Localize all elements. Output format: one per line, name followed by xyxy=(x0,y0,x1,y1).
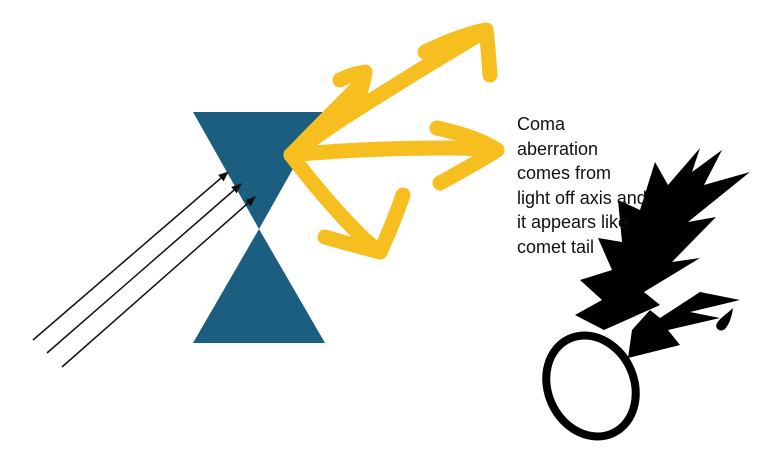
scatter-arrows xyxy=(283,22,505,260)
comet-droplet-lower xyxy=(716,308,733,331)
comet-tail-lower xyxy=(628,292,740,358)
lens-lower-triangle xyxy=(193,229,325,343)
lens xyxy=(193,112,325,343)
caption-line-1: Coma xyxy=(517,114,566,134)
caption-text: Coma aberration comes from light off axi… xyxy=(517,112,687,259)
incident-ray-1 xyxy=(32,171,229,341)
incident-ray-3 xyxy=(61,196,256,368)
caption-line-3: comes from xyxy=(517,163,612,183)
scatter-arrow-right xyxy=(283,120,505,191)
comet-head xyxy=(542,331,640,441)
caption-line-2: aberration xyxy=(517,138,599,159)
incident-ray-2 xyxy=(46,183,242,354)
caption-line-6: comet tail xyxy=(517,236,595,257)
comet-icon xyxy=(542,148,750,441)
caption-line-4: light off axis and xyxy=(517,187,647,208)
incident-rays xyxy=(32,171,256,368)
comet-droplet-upper xyxy=(680,183,692,208)
lens-upper-triangle xyxy=(193,112,325,229)
scatter-arrow-down-right xyxy=(283,147,411,260)
comet-tail xyxy=(575,148,750,330)
caption-line-5: it appears like xyxy=(517,212,629,232)
